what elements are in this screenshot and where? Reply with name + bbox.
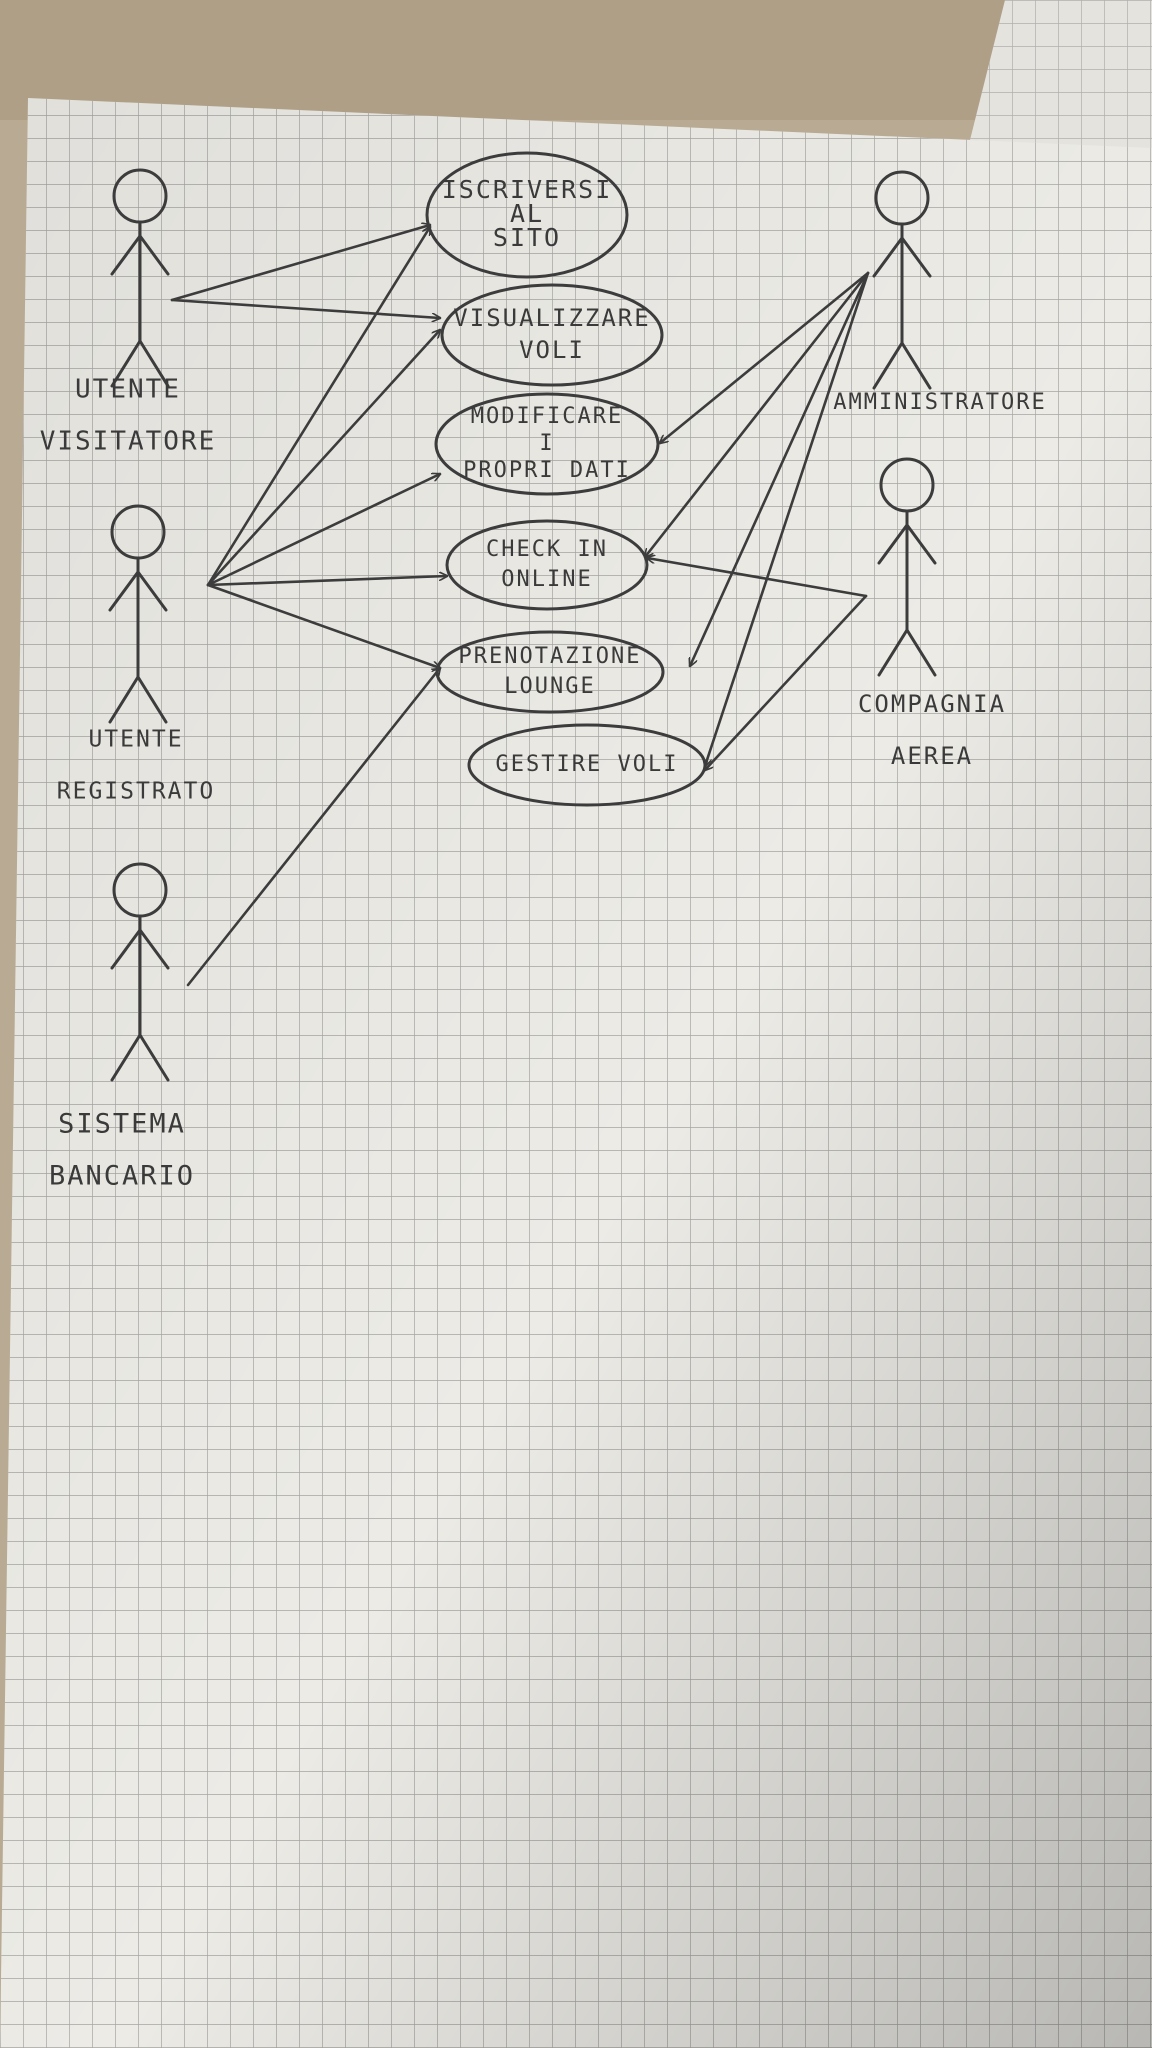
use-case-label: ISCRIVERSI [442, 175, 613, 204]
actors-layer: UTENTE VISITATORE UTENTE REGISTRATO SISTEMA B… [40, 168, 1046, 1192]
association-arrow-registrato-to-checkin [206, 576, 449, 587]
use-case-gestire: GESTIRE VOLI [467, 723, 707, 807]
actor-amministratore: AMMINISTRATORE [833, 170, 1046, 415]
association-arrow-registrato-to-visualizzare [206, 330, 440, 587]
association-arrow-amministratore-to-modificare [660, 271, 870, 443]
association-arrow-compagnia-to-gestire [705, 594, 868, 770]
stick-figure-icon [877, 457, 937, 677]
association-arrow-amministratore-to-gestire [705, 271, 870, 766]
actor-label: AEREA [891, 742, 973, 770]
actor-label: SISTEMA [58, 1109, 186, 1140]
actor-visitatore: UTENTE VISITATORE [40, 168, 217, 457]
actor-compagnia: COMPAGNIA AEREA [858, 457, 1006, 770]
use-case-label: AL [510, 199, 544, 228]
use-case-ellipse [434, 392, 660, 496]
stick-figure-icon [872, 170, 932, 390]
actor-registrato: UTENTE REGISTRATO [57, 504, 215, 805]
use-case-label: CHECK IN [486, 537, 608, 562]
association-arrow-registrato-to-modificare [206, 474, 440, 587]
actor-label: UTENTE [88, 727, 183, 753]
actor-label: UTENTE [75, 375, 181, 405]
stick-figure-icon [110, 862, 170, 1082]
use-case-label: LOUNGE [504, 674, 595, 699]
association-arrow-visitatore-to-visualizzare [170, 298, 442, 318]
associations-layer [170, 225, 870, 987]
use-case-label: SITO [493, 223, 561, 252]
association-arrow-registrato-to-iscriversi [206, 227, 430, 587]
association-arrow-amministratore-to-checkin [645, 271, 870, 557]
actor-label: VISITATORE [40, 427, 217, 457]
use-case-ellipse [467, 723, 707, 807]
use-case-label: MODIFICARE [471, 404, 623, 429]
use-case-label: PROPRI DATI [463, 458, 631, 483]
desk-top-shadow [0, 0, 1152, 120]
use-case-ellipse [445, 519, 649, 611]
use-case-ellipse [440, 283, 664, 387]
association-arrow-visitatore-to-iscriversi [170, 225, 430, 302]
actor-label: COMPAGNIA [858, 690, 1006, 718]
use-case-label: PRENOTAZIONE [459, 644, 642, 669]
use-case-label: VOLI [519, 336, 585, 364]
use-case-label: I [539, 431, 554, 456]
use-case-prenotazione: PRENOTAZIONE LOUNGE [435, 630, 665, 714]
association-arrow-bancario-to-prenotazione [186, 668, 440, 987]
use-case-label: VISUALIZZARE [453, 304, 650, 332]
association-arrow-amministratore-to-prenotazione [690, 271, 870, 666]
association-arrow-compagnia-to-checkin [647, 558, 868, 598]
background-sheet [970, 0, 1152, 150]
use-case-label: ONLINE [501, 567, 592, 592]
actor-bancario: SISTEMA BANCARIO [49, 862, 195, 1192]
use-case-checkin: CHECK IN ONLINE [445, 519, 649, 611]
use-case-visualizzare: VISUALIZZARE VOLI [440, 283, 664, 387]
use-case-ellipse [425, 151, 629, 279]
use-case-label: GESTIRE VOLI [496, 752, 679, 777]
association-arrow-registrato-to-prenotazione [206, 583, 440, 668]
stick-figure-icon [110, 168, 170, 388]
grid-paper-sheet [0, 98, 1152, 2048]
actor-label: REGISTRATO [57, 779, 215, 805]
actor-label: AMMINISTRATORE [833, 390, 1046, 415]
stick-figure-icon [108, 504, 168, 724]
actor-label: BANCARIO [49, 1161, 195, 1192]
use-case-ellipse [435, 630, 665, 714]
